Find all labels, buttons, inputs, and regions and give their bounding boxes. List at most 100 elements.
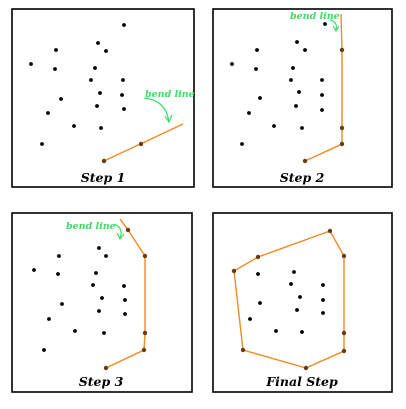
- hull-vertex: [255, 254, 261, 260]
- bend-arrow: [143, 97, 170, 123]
- point: [29, 62, 33, 66]
- hull-vertex: [327, 228, 333, 234]
- point: [320, 93, 324, 97]
- point: [57, 254, 61, 258]
- panel-frame: [212, 212, 393, 393]
- point: [54, 48, 58, 52]
- point: [42, 348, 46, 352]
- hull-vertex: [341, 253, 347, 259]
- point: [122, 107, 126, 111]
- bend-line-label: bend line: [66, 221, 116, 232]
- bend-arrow-head: [332, 25, 340, 33]
- point-cloud: [32, 246, 127, 352]
- point: [289, 282, 293, 286]
- hull-vertex: [339, 47, 345, 53]
- point: [47, 317, 51, 321]
- point: [46, 111, 50, 115]
- hull-vertex: [240, 347, 246, 353]
- step-label: Step 3: [79, 374, 124, 389]
- point: [300, 330, 304, 334]
- step-label: Final Step: [265, 374, 338, 389]
- point: [99, 126, 103, 130]
- point: [96, 41, 100, 45]
- hull-vertex: [141, 347, 147, 353]
- point: [298, 295, 302, 299]
- bend-arrow-head: [116, 232, 125, 241]
- point: [93, 66, 97, 70]
- point: [258, 301, 262, 305]
- step-label: Step 2: [280, 170, 325, 185]
- point: [320, 108, 324, 112]
- point: [122, 284, 126, 288]
- point: [123, 312, 127, 316]
- hull-vertex: [339, 141, 345, 147]
- point: [303, 48, 307, 52]
- point: [295, 308, 299, 312]
- bend-line-label: bend line: [145, 89, 195, 100]
- point: [56, 272, 60, 276]
- panel-frame: [11, 8, 195, 188]
- panel-step-1: bend line Step 1: [11, 8, 195, 188]
- point: [248, 317, 252, 321]
- point: [89, 78, 93, 82]
- point: [94, 271, 98, 275]
- point: [292, 270, 296, 274]
- point: [122, 23, 126, 27]
- hull-vertex: [142, 330, 148, 336]
- point: [321, 311, 325, 315]
- point-cloud: [230, 40, 324, 146]
- point-cloud: [29, 23, 126, 146]
- hull-vertex: [103, 365, 109, 371]
- point: [32, 268, 36, 272]
- panel-frame: [212, 8, 393, 188]
- hull-vertex: [138, 141, 144, 147]
- point: [98, 91, 102, 95]
- point: [321, 298, 325, 302]
- hull-vertex: [142, 253, 148, 259]
- hull-vertex: [101, 158, 107, 164]
- bend-arrow-head: [164, 114, 173, 124]
- point: [95, 104, 99, 108]
- point: [291, 66, 295, 70]
- point: [120, 93, 124, 97]
- point: [247, 111, 251, 115]
- bend-arrow: [329, 19, 337, 31]
- point: [97, 246, 101, 250]
- hull-vertex: [302, 158, 308, 164]
- point: [230, 62, 234, 66]
- point: [258, 96, 262, 100]
- point: [100, 296, 104, 300]
- point: [274, 329, 278, 333]
- hull-vertex: [231, 268, 237, 274]
- bend-line-label: bend line: [290, 11, 340, 22]
- point: [255, 48, 259, 52]
- point: [73, 329, 77, 333]
- step-label: Step 1: [81, 170, 126, 185]
- point: [104, 49, 108, 53]
- hull-vertex: [303, 365, 309, 371]
- panel-final-step: Final Step: [212, 212, 393, 393]
- point: [300, 126, 304, 130]
- hull-vertex: [339, 125, 345, 131]
- hull-vertex: [341, 348, 347, 354]
- point: [289, 78, 293, 82]
- point: [321, 283, 325, 287]
- bend-line: [103, 123, 184, 162]
- point: [59, 97, 63, 101]
- point: [60, 302, 64, 306]
- panel-frame: [11, 212, 193, 393]
- point: [297, 90, 301, 94]
- panel-step-3: bend line Step 3: [11, 212, 193, 393]
- point: [104, 254, 108, 258]
- point: [323, 22, 327, 26]
- point: [123, 298, 127, 302]
- point: [240, 142, 244, 146]
- point: [102, 331, 106, 335]
- point: [72, 124, 76, 128]
- hull-chain: [105, 218, 146, 369]
- point-cloud: [248, 270, 325, 334]
- bend-arrow: [113, 223, 122, 239]
- point: [53, 67, 57, 71]
- point: [294, 104, 298, 108]
